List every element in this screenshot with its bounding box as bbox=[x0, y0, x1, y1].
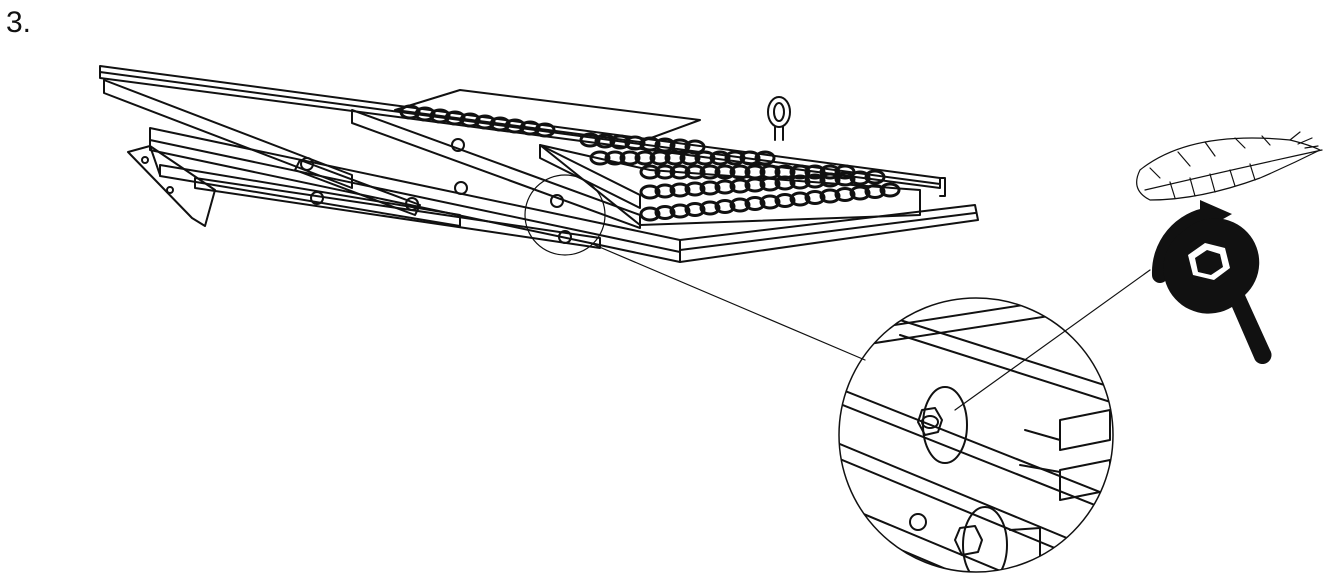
roller bbox=[444, 110, 466, 126]
roller bbox=[399, 104, 421, 120]
roller bbox=[744, 196, 766, 211]
roller bbox=[519, 120, 541, 136]
roller bbox=[654, 164, 676, 180]
roller bbox=[849, 185, 871, 201]
step-number: 3. bbox=[6, 6, 32, 39]
roller bbox=[774, 175, 796, 191]
roller bbox=[504, 118, 526, 134]
roller bbox=[804, 190, 826, 205]
roller bbox=[759, 176, 781, 192]
roller bbox=[709, 150, 731, 166]
roller bbox=[669, 164, 691, 180]
roller bbox=[804, 173, 826, 189]
scissor-arm bbox=[294, 159, 421, 216]
side-rail bbox=[679, 204, 979, 263]
roller bbox=[819, 164, 841, 180]
roller bbox=[879, 182, 901, 198]
scissor-arm bbox=[539, 144, 641, 209]
roller bbox=[694, 150, 716, 166]
roller bbox=[604, 150, 626, 166]
lifting-eye bbox=[767, 96, 791, 141]
roller bbox=[684, 181, 706, 197]
roller bbox=[654, 137, 676, 153]
roller bbox=[759, 194, 781, 210]
roller bbox=[849, 170, 871, 186]
roller bbox=[834, 171, 856, 187]
roller bbox=[684, 164, 706, 180]
roller bbox=[744, 177, 766, 193]
scissor-arm bbox=[194, 177, 601, 249]
roller bbox=[654, 183, 676, 199]
roller bbox=[714, 164, 736, 180]
roller bbox=[619, 150, 641, 166]
roller bbox=[754, 150, 776, 166]
scissor-arm bbox=[351, 109, 641, 229]
roller bbox=[864, 184, 886, 199]
scissor-arm bbox=[103, 79, 353, 189]
roller bbox=[609, 134, 631, 150]
roller bbox=[624, 135, 646, 151]
wrench-tighten-icon bbox=[1151, 200, 1272, 365]
zoom-source-circle bbox=[524, 174, 606, 256]
roller bbox=[789, 164, 811, 180]
roller bbox=[739, 150, 761, 166]
roller bbox=[669, 182, 691, 198]
roller-tray-frame bbox=[539, 144, 921, 226]
roller bbox=[804, 164, 826, 180]
roller bbox=[819, 172, 841, 188]
zoom-circle bbox=[838, 297, 1114, 573]
zoom-detail bbox=[838, 269, 1151, 573]
roller bbox=[639, 164, 661, 180]
roller bbox=[699, 180, 721, 196]
roller bbox=[789, 174, 811, 190]
roller bbox=[684, 202, 706, 217]
roller bbox=[589, 150, 611, 166]
roller bbox=[789, 191, 811, 207]
wall-bracket bbox=[127, 145, 216, 227]
roller bbox=[679, 150, 701, 166]
roller bbox=[594, 133, 616, 149]
roller bbox=[474, 114, 496, 130]
roller bbox=[729, 197, 751, 213]
roller bbox=[729, 178, 751, 194]
roller bbox=[699, 200, 721, 216]
scissor-arm bbox=[159, 164, 461, 227]
roller bbox=[699, 164, 721, 180]
roller bbox=[489, 116, 511, 132]
roller bbox=[669, 203, 691, 219]
roller bbox=[819, 188, 841, 204]
roller bbox=[579, 132, 601, 148]
roller bbox=[714, 199, 736, 214]
roller-grid bbox=[399, 104, 901, 222]
roller bbox=[639, 184, 661, 200]
roller bbox=[834, 187, 856, 202]
roller bbox=[634, 150, 656, 166]
roller bbox=[774, 193, 796, 208]
roller bbox=[429, 108, 451, 124]
roller-conveyor-assembly bbox=[99, 65, 979, 263]
roller bbox=[864, 169, 886, 185]
roller bbox=[654, 205, 676, 220]
roller bbox=[664, 150, 686, 166]
roller bbox=[639, 136, 661, 152]
roller bbox=[714, 179, 736, 195]
roller bbox=[729, 164, 751, 180]
roller bbox=[459, 112, 481, 128]
roller bbox=[724, 150, 746, 166]
roller bbox=[649, 150, 671, 166]
roller bbox=[414, 106, 436, 122]
feather-icon bbox=[1136, 131, 1323, 201]
roller-tray-frame bbox=[394, 89, 701, 143]
roller bbox=[534, 122, 556, 138]
roller bbox=[639, 206, 661, 222]
